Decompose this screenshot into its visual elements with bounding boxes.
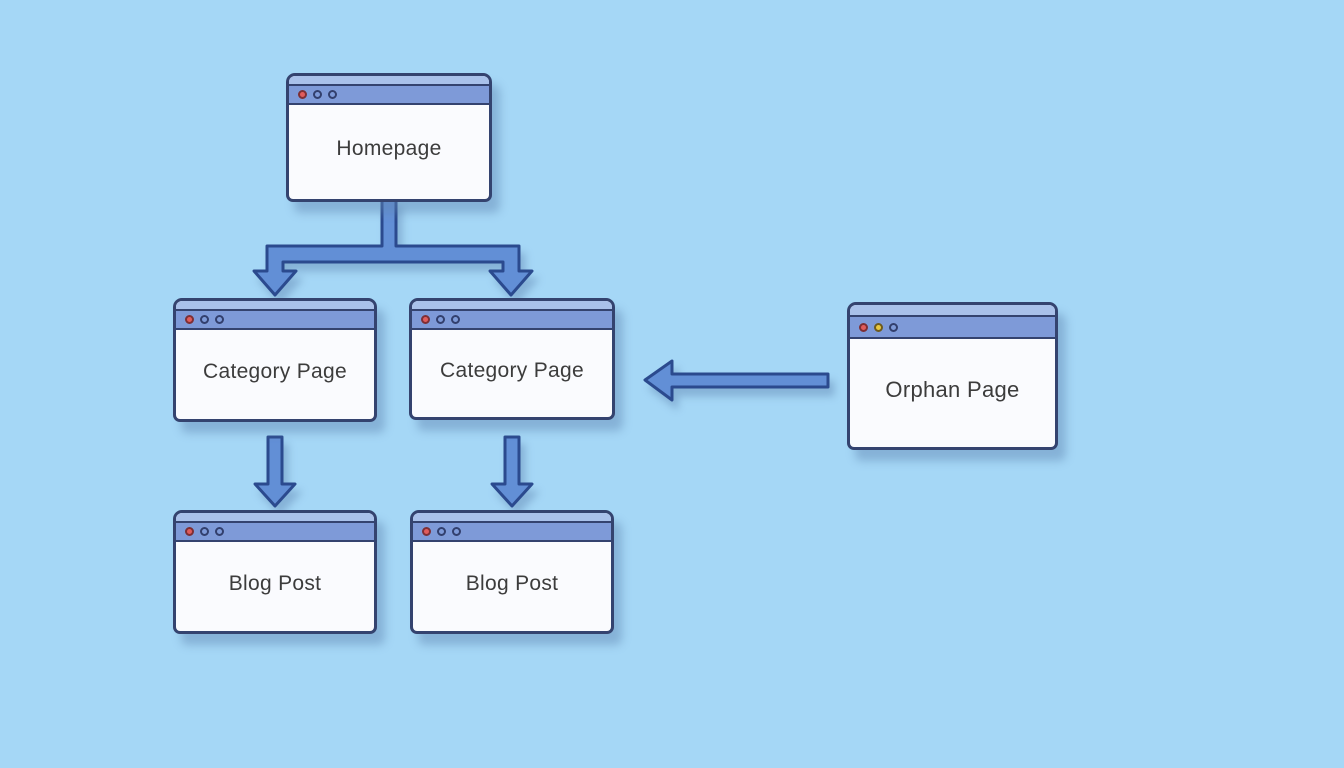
window-dot-outline-icon <box>452 527 461 536</box>
window-body: Blog Post <box>413 542 611 631</box>
window-titlebar <box>412 311 612 330</box>
window-dot-outline-icon <box>313 90 322 99</box>
window-dot-outline-icon <box>200 527 209 536</box>
page-label-category-1: Category Page <box>203 359 347 383</box>
window-dot-red-icon <box>185 315 194 324</box>
page-label-blog-1: Blog Post <box>228 571 322 595</box>
window-dot-outline-icon <box>328 90 337 99</box>
window-dot-outline-icon <box>437 527 446 536</box>
arrow-homepage-to-categories-icon <box>252 198 534 297</box>
titlebar-top-strip <box>176 513 374 523</box>
arrow-category1-to-blog1-icon <box>253 435 297 508</box>
window-body: Blog Post <box>176 542 374 631</box>
window-orphan-page: Orphan Page <box>847 302 1058 450</box>
window-category-page-1: Category Page <box>173 298 377 422</box>
window-dot-red-icon <box>421 315 430 324</box>
window-body: Category Page <box>412 330 612 417</box>
window-dot-outline-icon <box>215 315 224 324</box>
window-dot-red-icon <box>859 322 868 332</box>
page-label-homepage: Homepage <box>336 137 442 160</box>
window-dot-red-icon <box>298 90 307 99</box>
window-blog-post-1: Blog Post <box>173 510 377 634</box>
window-titlebar <box>176 523 374 542</box>
window-dot-red-icon <box>185 527 194 536</box>
window-blog-post-2: Blog Post <box>410 510 614 634</box>
window-dot-outline-icon <box>215 527 224 536</box>
window-titlebar <box>289 86 489 105</box>
titlebar-top-strip <box>413 513 611 523</box>
page-label-orphan: Orphan Page <box>885 377 1020 402</box>
window-titlebar <box>850 317 1055 339</box>
page-label-blog-2: Blog Post <box>465 571 559 595</box>
window-category-page-2: Category Page <box>409 298 615 420</box>
arrow-category2-to-blog2-icon <box>490 435 534 508</box>
window-body: Homepage <box>289 105 489 199</box>
arrow-orphan-to-category2-icon <box>643 359 830 402</box>
window-body: Category Page <box>176 330 374 419</box>
titlebar-top-strip <box>850 305 1055 317</box>
window-dot-outline-icon <box>889 322 898 332</box>
window-body: Orphan Page <box>850 339 1055 447</box>
window-dot-yellow-icon <box>874 322 883 332</box>
window-dot-outline-icon <box>451 315 460 324</box>
titlebar-top-strip <box>176 301 374 311</box>
window-dot-outline-icon <box>436 315 445 324</box>
page-label-category-2: Category Page <box>440 358 584 382</box>
window-titlebar <box>176 311 374 330</box>
window-titlebar <box>413 523 611 542</box>
window-dot-outline-icon <box>200 315 209 324</box>
titlebar-top-strip <box>289 76 489 86</box>
titlebar-top-strip <box>412 301 612 311</box>
window-dot-red-icon <box>422 527 431 536</box>
window-homepage: Homepage <box>286 73 492 202</box>
